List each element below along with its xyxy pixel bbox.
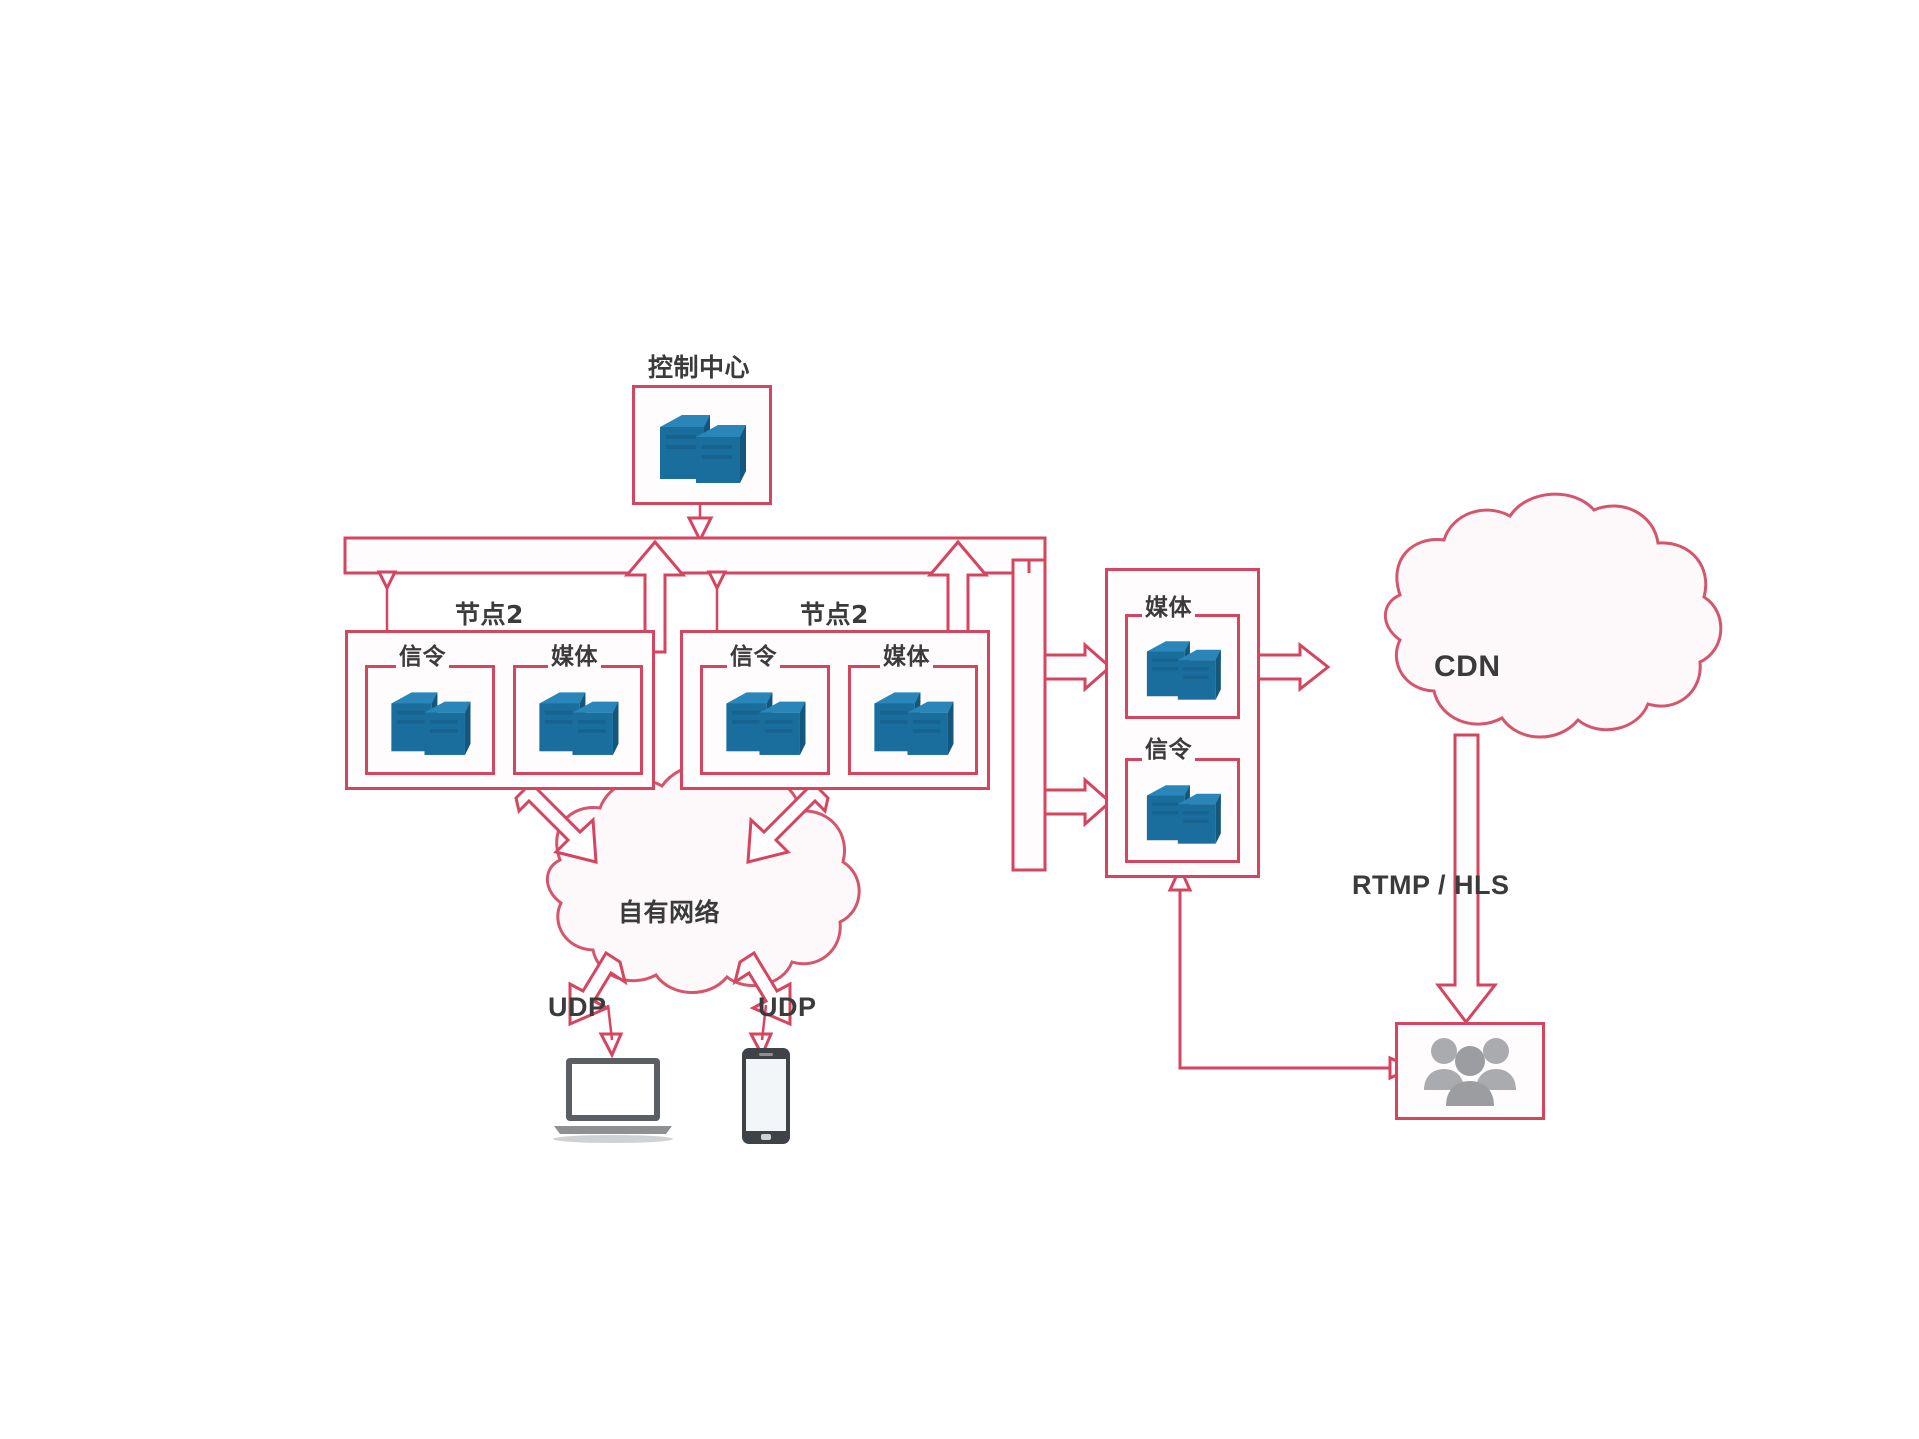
node-left-signaling-label: 信令 (396, 637, 449, 671)
link-vertical-bus-to-edge-signaling (1043, 776, 1113, 828)
link-control-center-to-bus (686, 505, 714, 544)
smartphone-icon[interactable] (735, 1045, 797, 1150)
server-stack-icon (1128, 617, 1237, 716)
node-right-media-label: 媒体 (880, 637, 933, 671)
node-left-media-box[interactable] (513, 665, 643, 775)
horizontal-bus-bar (343, 536, 1047, 575)
users-group-icon (1398, 1025, 1542, 1117)
vertical-bus-bar (1011, 558, 1047, 872)
udp-right-label: UDP (758, 992, 817, 1022)
control-center-box[interactable] (632, 385, 772, 505)
audience-box[interactable] (1395, 1022, 1545, 1120)
node-right-media-box[interactable] (848, 665, 978, 775)
cdn-label: CDN (1434, 650, 1501, 683)
node-right-signaling-box[interactable] (700, 665, 830, 775)
link-own-network-to-phone (732, 950, 792, 1059)
edge-media-box[interactable] (1125, 614, 1240, 719)
server-stack-icon (703, 668, 827, 772)
link-vertical-bus-to-edge-media (1043, 641, 1113, 693)
node-right-signaling-label: 信令 (727, 637, 780, 671)
udp-left-label: UDP (548, 992, 607, 1022)
link-node-right-media-to-bus (926, 539, 990, 654)
node-left-media-label: 媒体 (548, 637, 601, 671)
server-stack-icon (851, 668, 975, 772)
link-own-network-to-laptop (568, 950, 628, 1059)
rtmp-hls-label: RTMP / HLS (1352, 870, 1510, 900)
server-stack-icon (368, 668, 492, 772)
cdn-cloud (1384, 492, 1723, 739)
edge-media-label: 媒体 (1142, 588, 1195, 622)
node-right-label: 节点2 (800, 600, 869, 629)
edge-signaling-box[interactable] (1125, 758, 1240, 863)
link-cdn-to-audience (1434, 733, 1499, 1025)
server-stack-icon (516, 668, 640, 772)
node-left-label: 节点2 (455, 600, 524, 629)
own-network-label: 自有网络 (618, 898, 721, 927)
server-stack-icon (1128, 761, 1237, 860)
server-stack-icon (635, 388, 769, 502)
edge-signaling-label: 信令 (1142, 730, 1195, 764)
laptop-icon[interactable] (548, 1050, 678, 1145)
control-center-label: 控制中心 (648, 353, 751, 382)
node-left-signaling-box[interactable] (365, 665, 495, 775)
link-node-left-media-to-bus (623, 539, 687, 654)
